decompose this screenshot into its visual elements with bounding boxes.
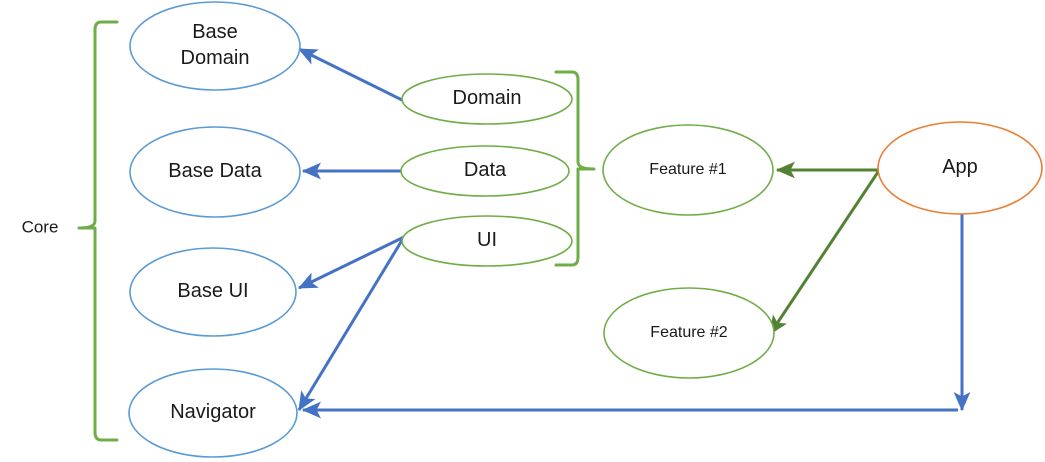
node-app[interactable]: App [877, 121, 1043, 215]
node-data[interactable]: Data [400, 145, 570, 197]
node-navigator-ellipse[interactable] [128, 368, 298, 458]
node-app-ellipse[interactable] [877, 121, 1043, 215]
node-feature-2[interactable]: Feature #2 [603, 287, 775, 379]
node-base-domain-ellipse[interactable] [129, 1, 301, 91]
edge-domain-to-base-domain [297, 47, 405, 103]
node-domain-ellipse[interactable] [401, 73, 573, 125]
group-brackets [77, 20, 596, 442]
node-base-data-ellipse[interactable] [129, 126, 301, 218]
node-navigator-label: Navigator [170, 401, 256, 423]
edge-ui-to-base-ui [297, 235, 405, 290]
node-data-ellipse[interactable] [400, 145, 570, 197]
group-labels: Core [22, 217, 59, 236]
node-feature-1-label: Feature #1 [649, 161, 726, 178]
node-app-label: App [942, 156, 978, 178]
node-data-label: Data [464, 159, 507, 181]
node-base-data-label: Base Data [168, 160, 262, 182]
module-group-bracket [554, 70, 596, 267]
core-group-label: Core [22, 217, 59, 236]
edges [297, 47, 971, 419]
node-base-ui[interactable]: Base UI [129, 247, 297, 337]
node-ui[interactable]: UI [401, 215, 573, 267]
node-feature-1[interactable]: Feature #1 [602, 124, 774, 216]
node-ui-label: UI [477, 229, 497, 251]
node-ui-ellipse[interactable] [401, 215, 573, 267]
edge-ui-to-navigator [297, 236, 406, 412]
node-domain[interactable]: Domain [401, 73, 573, 125]
node-feature-1-ellipse[interactable] [602, 124, 774, 216]
edge-app-to-feature-2 [768, 171, 880, 335]
node-domain-label: Domain [453, 87, 522, 109]
node-feature-2-ellipse[interactable] [603, 287, 775, 379]
node-navigator[interactable]: Navigator [128, 368, 298, 458]
node-base-data[interactable]: Base Data [129, 126, 301, 218]
core-group-bracket [77, 20, 119, 442]
node-base-ui-ellipse[interactable] [129, 247, 297, 337]
node-base-ui-label: Base UI [177, 280, 248, 302]
node-feature-2-label: Feature #2 [650, 324, 727, 341]
